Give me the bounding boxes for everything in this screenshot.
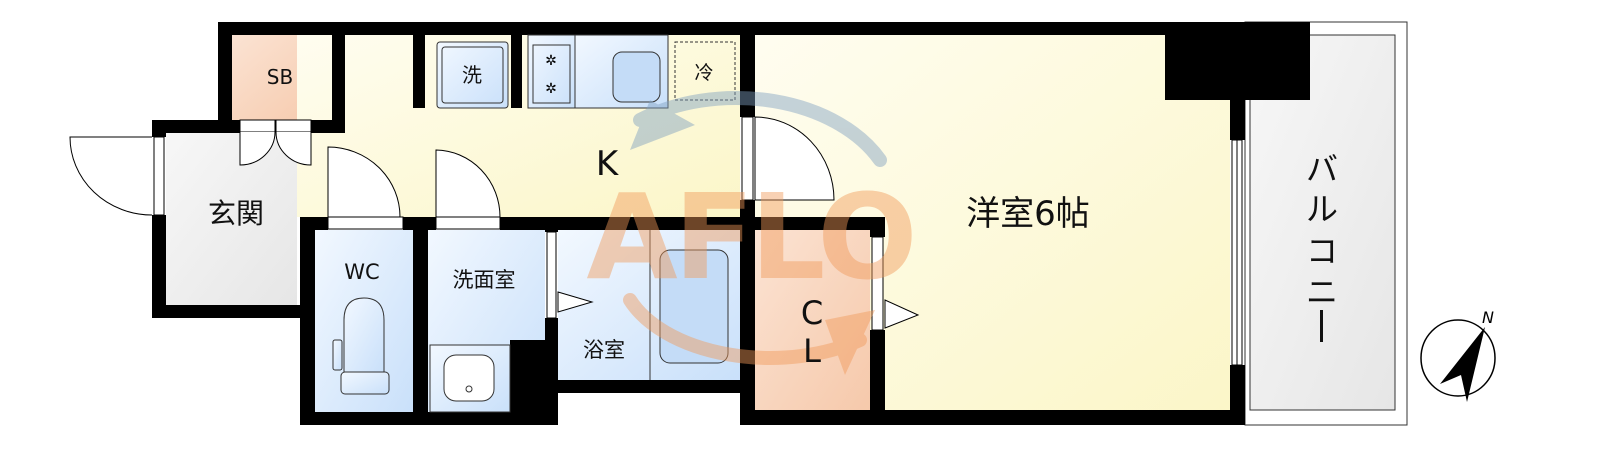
burner-icon: ✲	[545, 53, 557, 69]
closet-door[interactable]	[884, 299, 920, 329]
label-closet-c: C	[801, 294, 823, 332]
label-entrance: 玄関	[208, 197, 264, 230]
entrance-door[interactable]	[69, 136, 153, 216]
washbasin	[429, 344, 511, 413]
label-fridge: 冷	[694, 62, 713, 84]
kitchen-sink	[612, 51, 661, 103]
walls	[152, 22, 1310, 425]
aflo-watermark: AFLO	[586, 90, 918, 375]
stove: ✲ ✲	[527, 34, 576, 109]
sb-closet-doors[interactable]	[239, 119, 312, 166]
label-sb: SB	[267, 65, 293, 89]
svg-text:ル: ル	[1306, 190, 1338, 228]
room-door[interactable]	[754, 116, 835, 201]
label-wc: WC	[344, 260, 379, 284]
entrance-window	[153, 136, 165, 216]
compass-label: N	[1482, 308, 1494, 327]
toilet	[332, 297, 390, 395]
bathroom-door[interactable]	[557, 291, 594, 313]
label-washroom: 洗面室	[453, 268, 516, 292]
burner-icon: ✲	[545, 81, 557, 97]
fridge-space	[674, 41, 736, 101]
svg-text:AFLO: AFLO	[586, 168, 913, 306]
svg-text:ニ: ニ	[1306, 273, 1338, 311]
label-closet-l: L	[803, 332, 821, 370]
svg-text:バ: バ	[1306, 150, 1338, 188]
closet-floor	[755, 230, 870, 410]
closet-door-frame	[871, 236, 884, 331]
washroom-door[interactable]	[435, 149, 501, 230]
label-western-room: 洋室6帖	[966, 194, 1090, 234]
svg-text:コ: コ	[1306, 232, 1338, 270]
entrance-floor	[166, 133, 297, 305]
washing-machine	[436, 41, 509, 109]
balcony-outline	[1244, 21, 1408, 426]
bathtub	[659, 249, 729, 364]
bathroom-door-frame	[546, 231, 557, 319]
label-washer: 洗	[462, 63, 482, 87]
compass-north-icon: N	[1420, 308, 1496, 402]
label-kitchen: K	[596, 144, 620, 184]
label-bathroom: 浴室	[583, 338, 625, 362]
room-door-frame	[741, 116, 754, 201]
label-balcony: バ ル コ ニ	[1306, 150, 1338, 342]
wc-door[interactable]	[327, 146, 404, 230]
